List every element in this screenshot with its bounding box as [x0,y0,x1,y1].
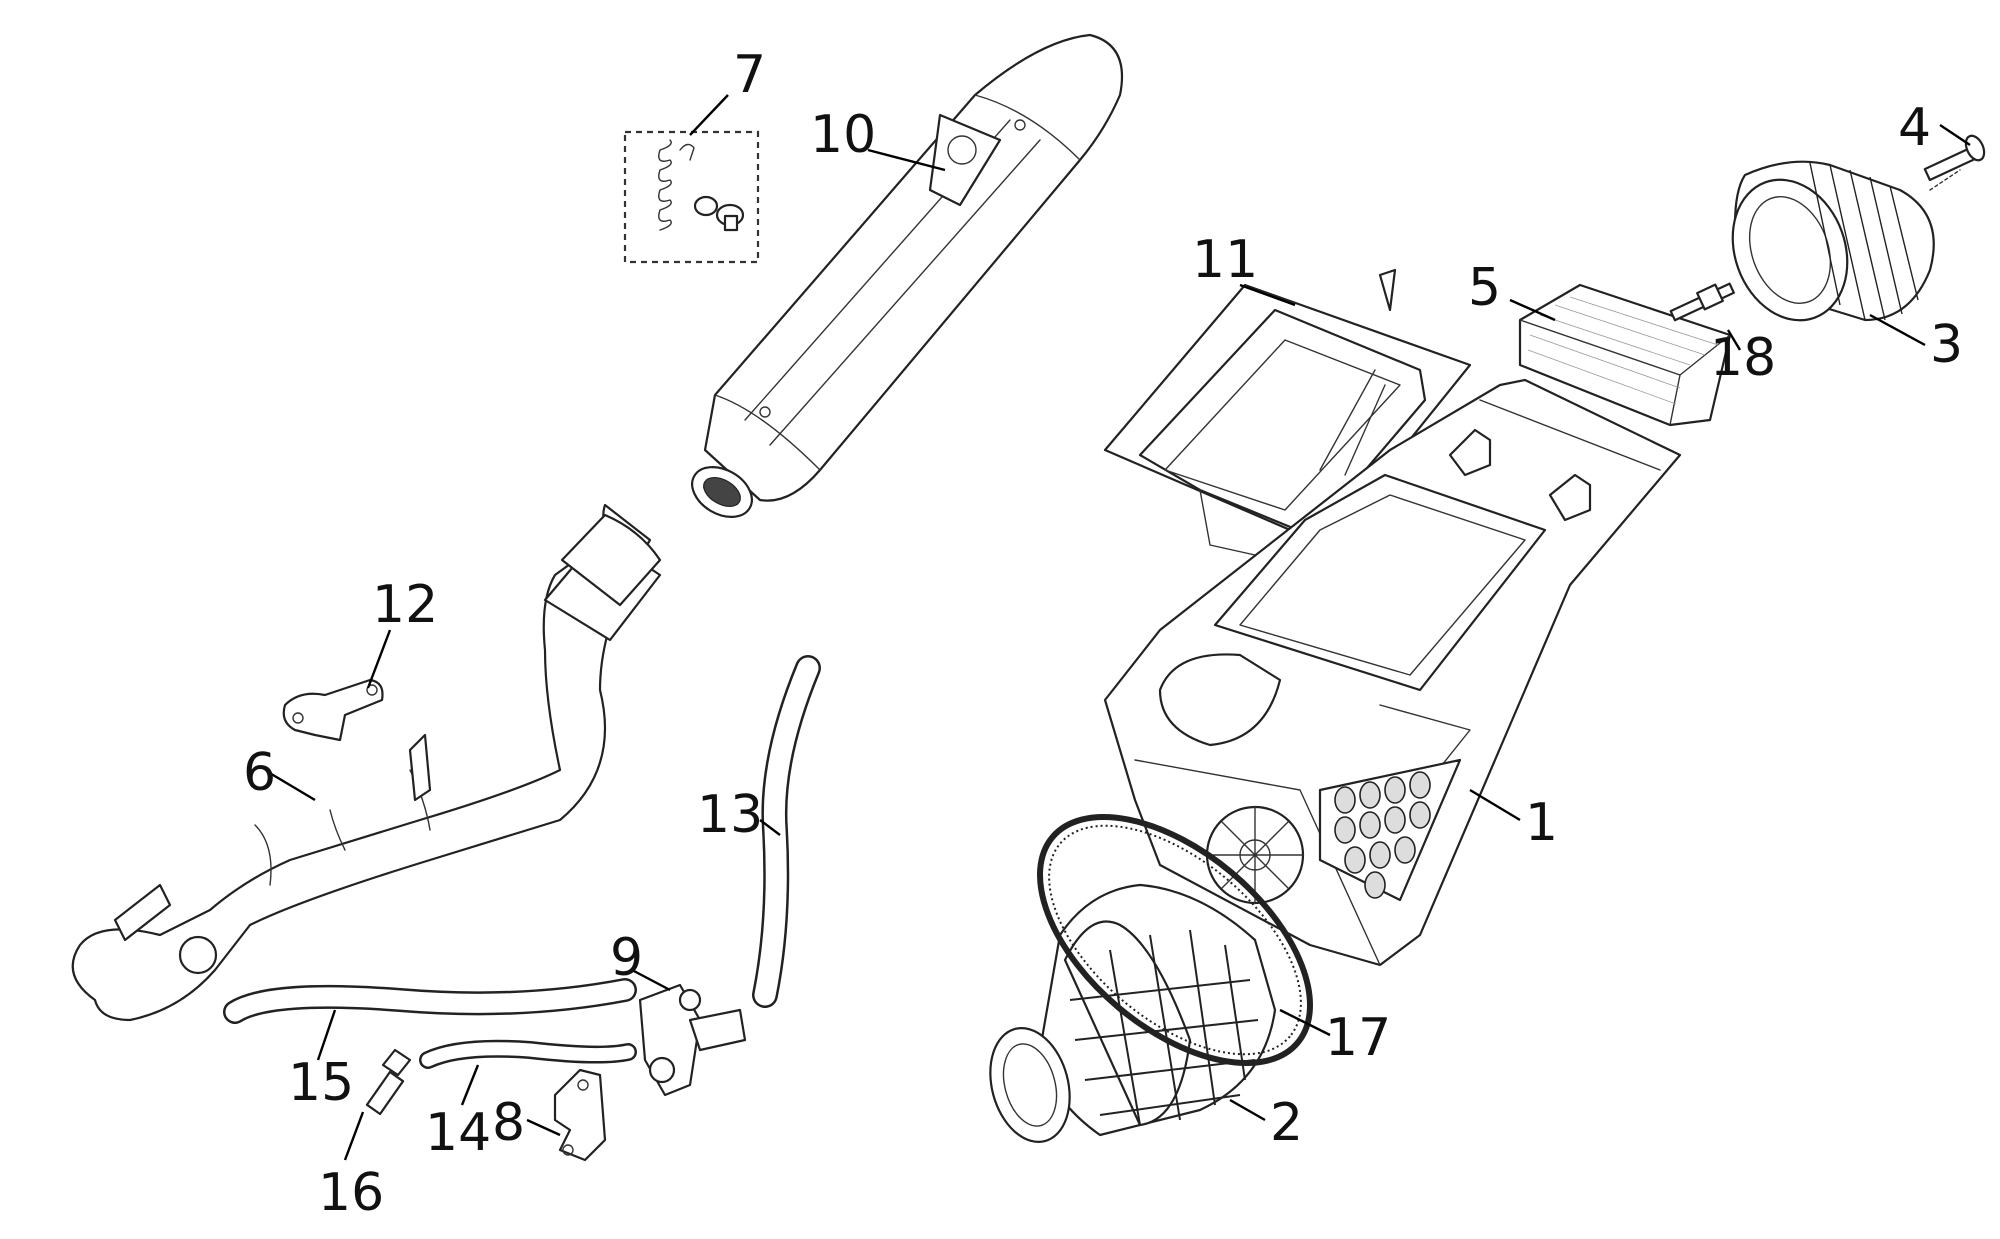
leader-5 [1509,298,1556,322]
callout-16: 16 [318,1163,384,1223]
callout-4: 4 [1898,98,1931,158]
callout-17: 17 [1325,1008,1391,1068]
leader-17 [1279,1008,1331,1037]
leader-18 [1726,329,1742,351]
callout-14: 14 [425,1103,491,1163]
callout-3: 3 [1930,315,1963,375]
fitting-part [365,1048,412,1116]
callout-7: 7 [733,45,766,105]
callout-15: 15 [288,1053,354,1113]
leader-16 [343,1111,365,1161]
leader-4 [1939,124,1971,146]
callout-5: 5 [1468,258,1501,318]
callout-18: 18 [1710,328,1776,388]
clamp-ring-part [1037,814,1313,1066]
callout-1: 1 [1525,793,1558,853]
callout-labels: 1 2 3 4 5 6 7 8 9 10 11 12 13 14 15 16 1… [243,45,1963,1223]
leader-1 [1469,788,1521,822]
callout-12: 12 [372,575,438,635]
leader-11 [1239,283,1296,307]
leader-13 [759,819,781,836]
spring-kit-part [623,130,760,264]
round-filter-part [1731,160,1935,322]
hose-13-part [752,655,821,1008]
callout-13: 13 [697,785,763,845]
header-pipe-part [71,503,662,1022]
leader-10 [867,148,946,172]
leader-2 [1229,1098,1266,1122]
callout-2: 2 [1270,1093,1303,1153]
callout-11: 11 [1192,230,1258,290]
leader-9 [631,968,671,992]
leader-lines [267,94,1971,1161]
bracket-part [282,678,384,742]
leader-14 [460,1064,480,1106]
screw-part [1923,134,1986,191]
valve-part [638,983,747,1097]
callout-8: 8 [492,1093,525,1153]
hose-15-part [223,978,637,1024]
callout-9: 9 [610,928,643,988]
hose-14-part [419,1039,637,1069]
breather-pin-part [1669,282,1735,322]
leader-12 [366,629,392,689]
airbox-body-part [1103,378,1682,967]
muffler-part [691,33,1124,518]
leader-6 [267,770,316,802]
leader-3 [1869,313,1926,347]
leader-8 [526,1118,561,1137]
mount-bracket-part [553,1068,607,1162]
leader-7 [689,94,729,136]
callout-10: 10 [810,105,876,165]
callout-6: 6 [243,743,276,803]
intake-boot-part [989,883,1277,1143]
leader-15 [316,1009,337,1061]
